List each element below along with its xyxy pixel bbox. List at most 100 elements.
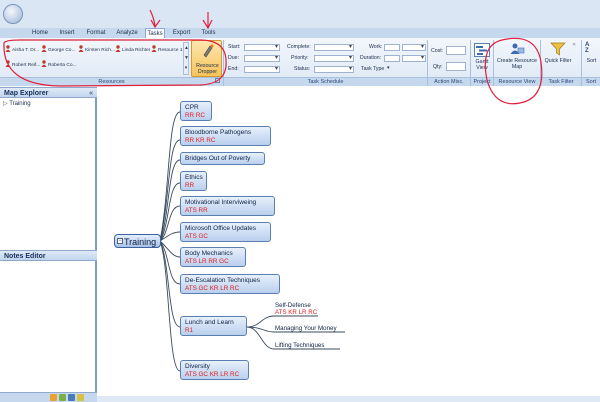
subtopic-resources: ATS KR LR RC (275, 309, 318, 316)
start-date-field[interactable] (244, 43, 280, 51)
topic-title: Diversity (185, 363, 210, 370)
connector-line (246, 326, 340, 350)
tab-export[interactable]: Export (172, 30, 191, 36)
task-filter-group-label: Task Filter (541, 77, 581, 86)
connector-line (246, 315, 318, 328)
tab-tools[interactable]: Tools (201, 30, 216, 36)
topic-resources: R1 (185, 327, 194, 334)
status-icon[interactable] (77, 394, 84, 401)
topic-title: Body Mechanics (185, 250, 233, 257)
tab-insert[interactable]: Insert (59, 30, 75, 36)
topic-title: Bloodborne Pathogens (185, 129, 252, 136)
qty-field[interactable] (446, 62, 466, 71)
topic-resources: ATS GC (185, 233, 208, 240)
due-label: Due: (228, 55, 239, 61)
connector-line (159, 139, 271, 242)
collapse-toggle-icon[interactable]: − (117, 238, 123, 244)
left-pane: Map Explorer « ▷ Training Notes Editor (0, 87, 97, 402)
connector-line (159, 205, 275, 242)
collapse-icon[interactable]: « (89, 90, 93, 97)
topic-title: Bridges Out of Poverty (185, 155, 251, 162)
map-explorer-header: Map Explorer « (0, 87, 97, 98)
tab-home[interactable]: Home (31, 30, 48, 36)
subtopic-node[interactable]: Self-Defense ATS KR LR RC (275, 302, 317, 316)
connector-line (159, 240, 246, 258)
status-field[interactable] (314, 65, 354, 73)
connector-line (159, 240, 249, 372)
complete-field[interactable] (314, 43, 354, 51)
sort-group-label: Sort (582, 77, 600, 86)
gantt-view-label: Gantt View (475, 59, 489, 71)
status-label: Status: (294, 66, 311, 72)
quick-filter-button[interactable]: Quick Filter (543, 41, 573, 76)
status-icon[interactable] (50, 394, 57, 401)
connector-line (159, 159, 265, 242)
connector-line (159, 231, 271, 242)
duration-unit-field[interactable] (402, 54, 426, 62)
central-topic-label: Training (124, 237, 157, 247)
topic-node[interactable]: Bloodborne Pathogens RR KR RC (180, 126, 271, 146)
central-topic[interactable]: − Training (114, 234, 161, 248)
subtopic-node[interactable]: Managing Your Money (275, 325, 337, 332)
divider (581, 40, 582, 86)
topic-title: Motivational Interviweing (185, 199, 257, 206)
end-date-field[interactable] (244, 65, 280, 73)
cost-field[interactable] (446, 46, 466, 55)
work-field[interactable] (384, 44, 400, 51)
expand-arrow-icon[interactable]: ▷ (3, 101, 8, 107)
tab-format[interactable]: Format (86, 30, 106, 36)
due-date-field[interactable] (244, 54, 280, 62)
connector-line (246, 326, 345, 333)
topic-node[interactable]: Ethics RR (180, 171, 207, 191)
subtopic-title: Lifting Techniques (275, 342, 325, 349)
topic-resources: ATS GC KR LR RC (185, 371, 240, 378)
topic-resources: ATS GC KR LR RC (185, 285, 240, 292)
map-explorer-title: Map Explorer (4, 90, 49, 97)
priority-field[interactable] (314, 54, 354, 62)
chevron-down-icon: ▾ (387, 65, 390, 71)
notes-editor-header: Notes Editor (0, 250, 97, 261)
quick-filter-label: Quick Filter (544, 58, 572, 64)
tab-analyze[interactable]: Analyze (116, 30, 138, 36)
divider (470, 40, 471, 86)
start-label: Start: (228, 44, 241, 50)
topic-node[interactable]: CPR RR RC (180, 101, 212, 121)
topic-resources: RR (185, 182, 195, 189)
sort-label: Sort (586, 58, 597, 64)
task-type-button[interactable]: Task Type (361, 66, 385, 72)
task-schedule-group-label: Task Schedule (224, 77, 427, 86)
map-explorer-tree-item[interactable]: ▷ Training (3, 100, 31, 108)
topic-title: CPR (185, 104, 199, 111)
action-misc-group-label: Action Misc. (428, 77, 470, 86)
status-icon[interactable] (59, 394, 66, 401)
topic-node[interactable]: Microsoft Office Updates ATS GC (180, 222, 271, 242)
topic-resources: RR RC (185, 112, 205, 119)
topic-node[interactable]: Diversity ATS GC KR LR RC (180, 360, 249, 380)
end-label: End: (228, 66, 239, 72)
topic-node[interactable]: Motivational Interviweing ATS RR (180, 196, 275, 216)
status-bar (0, 392, 97, 402)
connector-line (159, 240, 247, 328)
topic-resources: RR KR RC (185, 137, 216, 144)
duration-label: Duration: (360, 55, 382, 61)
tree-item-label: Training (9, 101, 31, 107)
status-icon[interactable] (68, 394, 75, 401)
topic-title: De-Escalation Techniques (185, 277, 261, 284)
divider (427, 40, 428, 86)
topic-node[interactable]: Lunch and Learn R1 (180, 316, 247, 336)
topic-node[interactable]: Bridges Out of Poverty (180, 152, 265, 165)
work-unit-field[interactable] (402, 43, 426, 51)
duration-field[interactable] (384, 55, 400, 62)
tab-tasks[interactable]: Tasks (145, 28, 165, 39)
notes-editor-title: Notes Editor (4, 253, 46, 260)
filter-funnel-icon (550, 42, 566, 58)
subtopic-node[interactable]: Lifting Techniques (275, 342, 324, 349)
clear-filter-icon[interactable]: ✕ (572, 42, 577, 48)
topic-node[interactable]: Body Mechanics ATS LR RR GC (180, 247, 246, 267)
office-button[interactable] (3, 4, 23, 24)
topic-node[interactable]: De-Escalation Techniques ATS GC KR LR RC (180, 274, 280, 294)
notes-editor-area[interactable] (0, 262, 95, 390)
horizontal-scrollbar[interactable] (97, 396, 600, 402)
